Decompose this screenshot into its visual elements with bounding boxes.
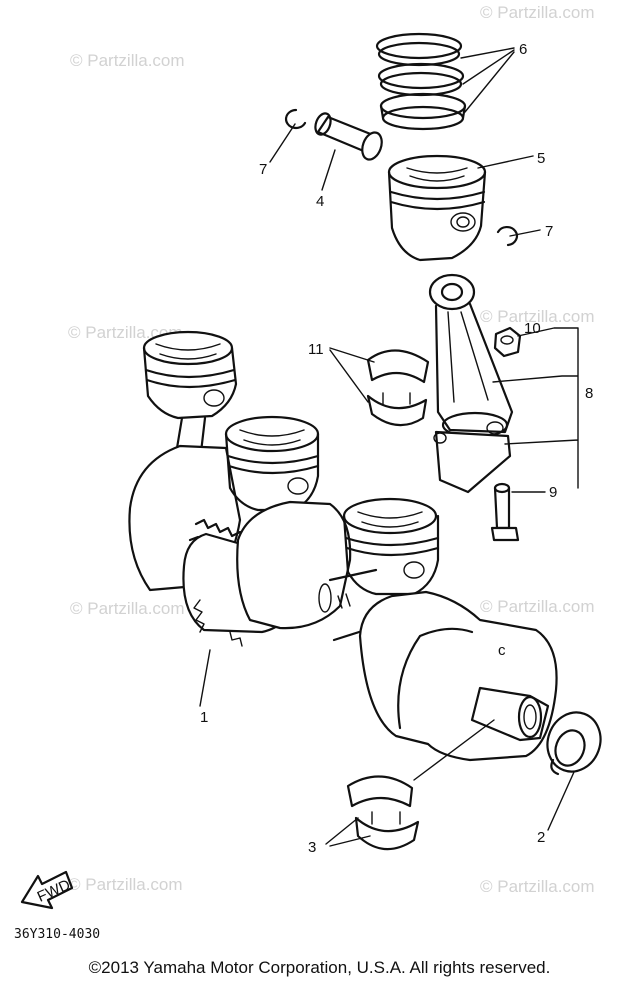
crank-bearing-lower	[346, 775, 420, 851]
watermark-text: © Partzilla.com	[70, 599, 185, 618]
part-code: 36Y310-4030	[14, 927, 100, 942]
callout-labels: 1 2 3 4 5 6 7 7 8 9 10 11	[200, 41, 593, 856]
connecting-rod-nut	[493, 326, 522, 358]
watermark-text: © Partzilla.com	[70, 51, 185, 70]
callout-1: 1	[200, 709, 208, 726]
piston-pin-clip	[284, 108, 518, 247]
callout-7-left: 7	[259, 161, 267, 178]
callout-9: 9	[549, 484, 557, 501]
callout-8: 8	[585, 385, 593, 402]
svg-text:c: c	[498, 642, 506, 659]
oil-seal	[546, 711, 602, 776]
connecting-rod	[428, 273, 514, 494]
callout-4: 4	[316, 193, 324, 210]
watermark-text: © Partzilla.com	[480, 877, 595, 896]
fwd-arrow-icon: FWD	[20, 870, 74, 910]
callout-6: 6	[519, 41, 527, 58]
callout-10: 10	[524, 320, 541, 337]
callout-2: 2	[537, 829, 545, 846]
callout-3: 3	[308, 839, 316, 856]
piston-pin	[314, 112, 383, 161]
crank-bearing-upper	[366, 349, 430, 427]
copyright-text: ©2013 Yamaha Motor Corporation, U.S.A. A…	[88, 958, 551, 977]
crankshaft-assembly: c	[128, 330, 558, 762]
callout-7-right: 7	[545, 223, 553, 240]
watermark-text: © Partzilla.com	[68, 875, 183, 894]
watermarks: © Partzilla.com © Partzilla.com © Partzi…	[68, 3, 595, 896]
piston	[387, 154, 487, 262]
piston-rings	[375, 32, 467, 131]
watermark-text: © Partzilla.com	[480, 597, 595, 616]
connecting-rod-bolt	[490, 482, 520, 542]
callout-11: 11	[308, 341, 324, 358]
watermark-text: © Partzilla.com	[480, 307, 595, 326]
leader-lines	[199, 47, 579, 847]
callout-5: 5	[537, 150, 545, 167]
watermark-text: © Partzilla.com	[480, 3, 595, 22]
